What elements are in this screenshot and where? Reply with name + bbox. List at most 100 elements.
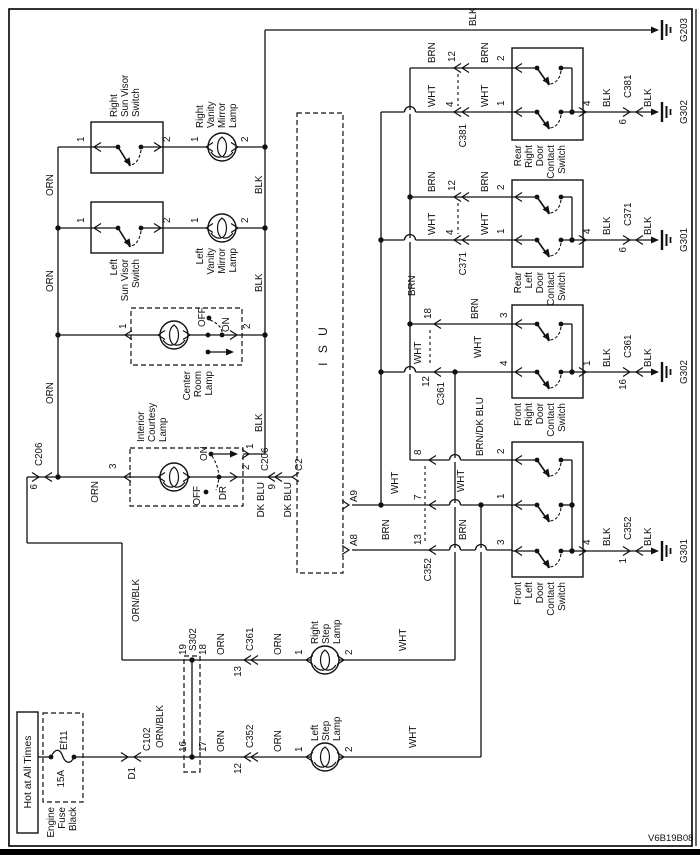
diagram-label: 1 [294, 650, 305, 655]
diagram-label: BLK [602, 88, 613, 107]
diagram-label: Switch [557, 272, 568, 301]
component-dashed-box [130, 307, 243, 366]
diagram-label: C361 [436, 382, 447, 405]
pin-chevron-icon [513, 106, 523, 118]
bulb-lamp-icon [159, 320, 189, 350]
diagram-label: 16 [618, 378, 629, 389]
junction-dot [55, 332, 61, 338]
diagram-label: 1 [76, 137, 87, 142]
diagram-id-code: V6B19B08 [648, 833, 693, 844]
diagram-label: A8 [349, 533, 360, 546]
contact-dot [558, 369, 564, 375]
pin-chevron-icon [513, 366, 523, 378]
component-dashed-box [296, 112, 344, 574]
bulb-filament-icon [168, 324, 180, 346]
diagram-label: 2 [162, 137, 173, 142]
contact-dot [558, 194, 564, 200]
diagram-label: Left [109, 259, 120, 276]
switch-travel-arc [549, 326, 562, 341]
diagram-label: Left [524, 582, 535, 599]
diagram-label: 2 [240, 218, 251, 223]
diagram-label: Contact [546, 403, 557, 437]
diagram-label: BRN [427, 171, 438, 192]
contact-dot [534, 194, 540, 200]
diagram-label: Interior [136, 411, 147, 442]
pin-chevron-icon [204, 222, 214, 234]
diagram-label: 2 [162, 218, 173, 223]
diagram-label: Left [195, 248, 206, 265]
pin-chevron-icon [92, 222, 102, 234]
pin-chevron-icon [634, 234, 644, 246]
arrowhead-icon [123, 157, 131, 166]
diagram-label: DR [218, 486, 229, 500]
diagram-label: 1 [496, 101, 507, 106]
fuse-icon [50, 749, 75, 763]
diagram-label: C371 [458, 252, 469, 275]
pin-chevron-icon [336, 751, 346, 763]
contact-dot [206, 315, 212, 321]
diagram-label: C352 [245, 725, 256, 748]
diagram-label: Door [535, 144, 546, 166]
page-border [8, 8, 693, 847]
arrowhead-icon [542, 76, 550, 85]
diagram-label: WHT [427, 85, 438, 107]
contact-dot [534, 457, 540, 463]
pin-chevron-icon [452, 191, 462, 203]
pin-chevron-icon [31, 471, 41, 483]
arrowhead-icon [542, 205, 550, 214]
wire-hop [474, 543, 488, 551]
pin-chevron-icon [460, 234, 470, 246]
diagram-label: ORN [45, 270, 56, 292]
diagram-label: Lamp [228, 103, 239, 128]
pin-chevron-icon [242, 654, 252, 666]
diagram-label: I S U [316, 324, 330, 366]
component-box [90, 121, 164, 174]
diagram-label: BRN [381, 519, 392, 540]
arrowhead-icon [123, 238, 131, 247]
junction-dot [569, 109, 575, 115]
diagram-label: DK BLU [256, 482, 267, 517]
pin-chevron-icon [634, 366, 644, 378]
diagram-label: BLK [602, 348, 613, 367]
pin-chevron-icon [427, 454, 437, 466]
diagram-label: 4 [582, 539, 593, 545]
diagram-label: BLK [254, 413, 265, 432]
diagram-label: Right [310, 621, 321, 644]
diagram-label: Sun Visor [120, 258, 131, 301]
diagram-label: 19 [178, 644, 189, 655]
contact-dot [558, 109, 564, 115]
switch-travel-arc [549, 114, 562, 129]
pin-chevron-icon [249, 654, 259, 666]
diagram-label: C361 [623, 335, 634, 358]
diagram-label: 12 [447, 180, 458, 191]
diagram-label: ORN [273, 730, 284, 752]
diagram-label: 12 [233, 763, 244, 774]
pin-chevron-icon [123, 329, 133, 341]
component-box [90, 201, 164, 254]
diagram-label: 2 [242, 324, 253, 329]
pin-chevron-icon [578, 234, 588, 246]
bulb-base-icon [210, 232, 234, 239]
pin-chevron-icon [513, 499, 523, 511]
component-box [511, 47, 584, 141]
switch-travel-arc [130, 230, 142, 247]
diagram-label: 4 [582, 228, 593, 234]
diagram-label: Fuse [57, 806, 68, 828]
diagram-label: WHT [398, 629, 409, 651]
switch-travel-arc [211, 455, 220, 491]
pin-chevron-icon [241, 448, 251, 460]
pin-chevron-icon [242, 751, 252, 763]
switch-travel-arc [549, 462, 562, 477]
contact-dot [115, 144, 121, 150]
diagram-label: Switch [557, 403, 568, 432]
pin-chevron-icon [230, 141, 240, 153]
pin-chevron-icon [460, 106, 470, 118]
diagram-label: BLK [643, 527, 654, 546]
pin-chevron-icon [452, 106, 462, 118]
diagram-label: WHT [480, 85, 491, 107]
diagram-label: Right [195, 105, 206, 128]
pin-chevron-icon [341, 544, 351, 556]
pin-chevron-icon [622, 234, 632, 246]
wire-hop [403, 105, 417, 113]
diagram-label: WHT [413, 342, 424, 364]
